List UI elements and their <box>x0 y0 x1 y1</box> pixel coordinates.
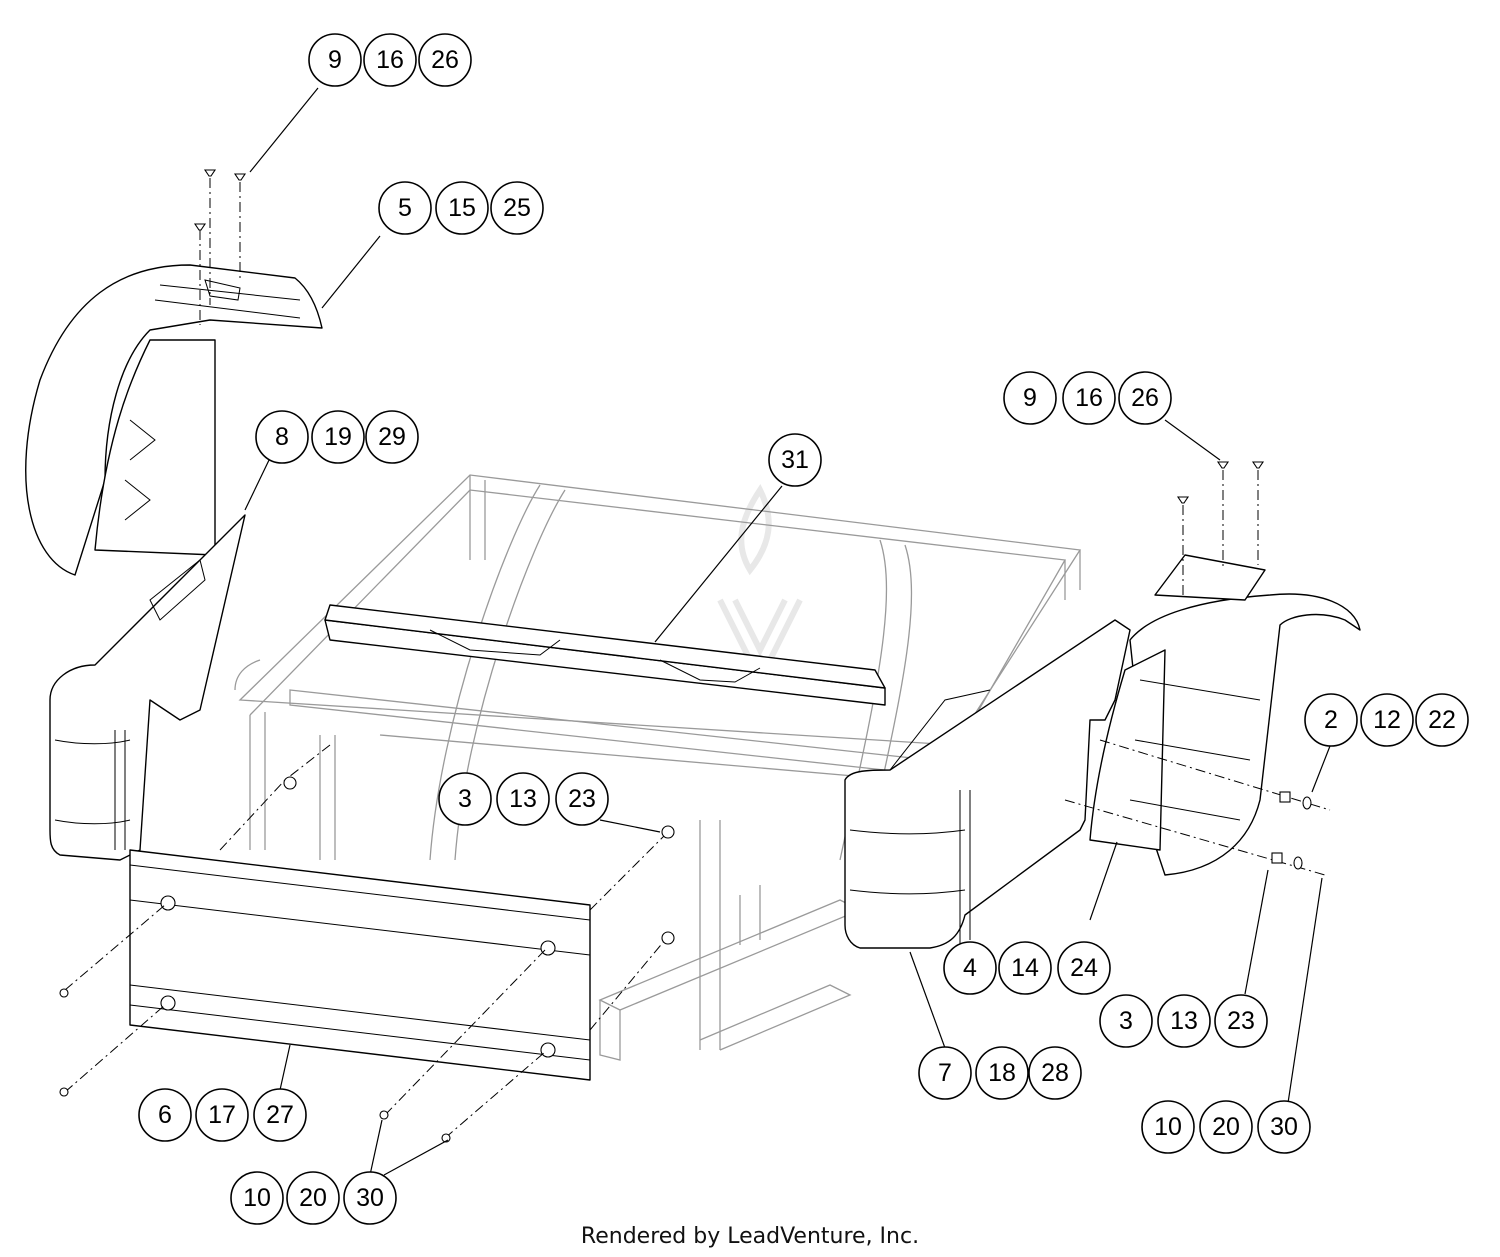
callout-group-seat-support: 31 <box>768 433 822 487</box>
callout-group-top-left-screws: 9 16 26 <box>308 33 472 87</box>
callout-label: 20 <box>1212 1113 1240 1141</box>
callout-label: 3 <box>1119 1007 1133 1035</box>
callout-group-center-nuts: 3 13 23 <box>438 772 609 826</box>
callout-label: 12 <box>1373 706 1401 734</box>
callout-label: 30 <box>356 1184 384 1212</box>
right-side-panel <box>844 619 1131 949</box>
callout-label: 5 <box>398 194 412 222</box>
callout-label: 13 <box>1170 1007 1198 1035</box>
callout-label: 10 <box>1154 1113 1182 1141</box>
callout-group-left-side-panel: 8 19 29 <box>255 410 419 464</box>
callout-label: 28 <box>1041 1059 1069 1087</box>
left-fender <box>25 264 323 576</box>
callout-label: 31 <box>781 446 809 474</box>
callout-label: 7 <box>938 1059 952 1087</box>
callout-label: 26 <box>1131 384 1159 412</box>
seat-support-panel <box>324 604 886 706</box>
right-fender <box>1089 554 1361 876</box>
callout-group-right-screws-bottom: 10 20 30 <box>1141 1100 1311 1154</box>
callout-label: 16 <box>376 46 404 74</box>
fasteners <box>59 169 1331 1143</box>
callout-label: 24 <box>1070 954 1098 982</box>
callout-label: 25 <box>503 194 531 222</box>
callout-group-rear-screws: 10 20 30 <box>230 1171 397 1225</box>
callout-label: 23 <box>568 785 596 813</box>
left-side-panel <box>49 514 246 861</box>
callout-label: 27 <box>266 1101 294 1129</box>
rear-panel <box>129 849 591 1081</box>
callout-label: 29 <box>378 423 406 451</box>
callout-group-right-nuts: 3 13 23 <box>1099 994 1268 1048</box>
callout-group-rear-panel: 6 17 27 <box>138 1088 307 1142</box>
callout-label: 19 <box>324 423 352 451</box>
callout-label: 10 <box>243 1184 271 1212</box>
callout-group-right-screws: 9 16 26 <box>1003 371 1172 425</box>
callout-label: 20 <box>299 1184 327 1212</box>
leadventure-watermark <box>717 484 803 687</box>
callout-label: 9 <box>1023 384 1037 412</box>
callout-label: 23 <box>1227 1007 1255 1035</box>
callout-group-right-side-panel: 7 18 28 <box>918 1046 1082 1100</box>
callout-label: 16 <box>1075 384 1103 412</box>
callout-label: 6 <box>158 1101 172 1129</box>
leader-lines <box>244 87 1331 1176</box>
callout-label: 9 <box>328 46 342 74</box>
callout-label: 18 <box>988 1059 1016 1087</box>
callout-group-right-fender-bolts: 2 12 22 <box>1304 693 1469 747</box>
callout-label: 14 <box>1011 954 1039 982</box>
callout-group-top-left-fender: 5 15 25 <box>378 181 544 235</box>
callout-label: 3 <box>458 785 472 813</box>
callout-label: 17 <box>208 1101 236 1129</box>
callout-label: 2 <box>1324 706 1338 734</box>
callout-label: 30 <box>1270 1113 1298 1141</box>
callout-label: 8 <box>275 423 289 451</box>
callout-label: 13 <box>509 785 537 813</box>
callout-label: 22 <box>1428 706 1456 734</box>
callout-label: 26 <box>431 46 459 74</box>
callout-group-right-corner: 4 14 24 <box>943 941 1111 995</box>
callout-label: 4 <box>963 954 977 982</box>
render-credit: Rendered by LeadVenture, Inc. <box>580 1224 920 1249</box>
callout-label: 15 <box>448 194 476 222</box>
